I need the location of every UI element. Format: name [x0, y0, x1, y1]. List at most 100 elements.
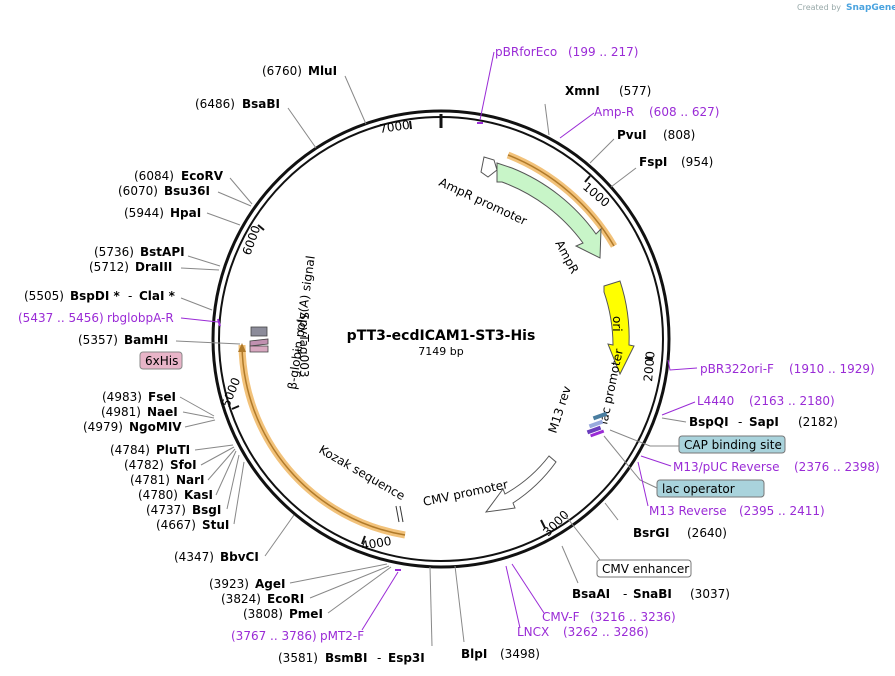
svg-text:(4979): (4979): [83, 420, 123, 434]
site-pvui: PvuI: [617, 128, 647, 142]
svg-text:(3767 .. 3786): (3767 .. 3786): [231, 629, 317, 643]
site-draiii: DraIII: [135, 260, 172, 274]
site-bsmbi: BsmBI: [325, 651, 367, 665]
his-tag-shape[interactable]: [249, 338, 269, 347]
globin-polya-label: β-globin poly(A) signal: [285, 255, 318, 391]
svg-text:(5712): (5712): [89, 260, 129, 274]
site-ecori: EcoRI: [267, 592, 304, 606]
svg-text:(5505): (5505): [24, 289, 64, 303]
svg-text:-: -: [128, 289, 132, 303]
primer-cmv-f: CMV-F: [542, 610, 580, 624]
tick-2000: 2000: [641, 351, 658, 383]
svg-text:-: -: [738, 415, 742, 429]
svg-text:(3808): (3808): [243, 607, 283, 621]
ori-arrow[interactable]: [603, 280, 635, 376]
site-naei: NaeI: [147, 405, 178, 419]
svg-text:(4781): (4781): [130, 473, 170, 487]
site-ecorv: EcoRV: [181, 169, 224, 183]
svg-text:(4981): (4981): [101, 405, 141, 419]
svg-text:(3216 .. 3236): (3216 .. 3236): [590, 610, 676, 624]
cmv-promoter-arrow[interactable]: [484, 455, 557, 513]
cmv-enhancer-box[interactable]: [596, 559, 692, 578]
svg-text:(4780): (4780): [138, 488, 178, 502]
site-bamhi: BamHI: [124, 333, 168, 347]
svg-text:(3498): (3498): [500, 647, 540, 661]
ampr-promoter-arrow[interactable]: [480, 156, 498, 178]
site-hpai: HpaI: [170, 206, 201, 220]
primer-l4440: L4440: [697, 394, 734, 408]
site-bstapi: BstAPI: [140, 245, 185, 259]
primer-pbr322ori-f: pBR322ori-F: [700, 362, 774, 376]
his-label: 6xHis: [145, 354, 178, 368]
primer-rbglobpa-r: rbglobpA-R: [107, 311, 174, 325]
svg-text:(6070): (6070): [118, 184, 158, 198]
svg-text:(4347): (4347): [174, 550, 214, 564]
svg-text:(5357): (5357): [78, 333, 118, 347]
site-mlui: MluI: [308, 64, 337, 78]
lac-operator-label: lac operator: [662, 482, 735, 496]
m13-rev-label: M13 rev: [546, 384, 574, 435]
svg-text:(1910 .. 1929): (1910 .. 1929): [789, 362, 875, 376]
svg-text:(6486): (6486): [195, 97, 235, 111]
svg-text:(808): (808): [663, 128, 695, 142]
svg-text:(6760): (6760): [262, 64, 302, 78]
svg-text:(5437 .. 5456): (5437 .. 5456): [18, 311, 104, 325]
credit-label: Created by: [797, 3, 841, 12]
svg-text:(6084): (6084): [134, 169, 174, 183]
lac-operator-box[interactable]: [656, 479, 765, 498]
site-ngomiv: NgoMIV: [129, 420, 182, 434]
ampr-orf-line: [507, 154, 615, 247]
svg-text:(199 .. 217): (199 .. 217): [568, 45, 638, 59]
tick-marks: [231, 120, 654, 545]
tick-7000: 7000: [378, 118, 410, 136]
svg-text:(577): (577): [619, 84, 651, 98]
site-bsgi: BsgI: [192, 503, 221, 517]
site-bsaai: BsaAI: [572, 587, 610, 601]
his-box[interactable]: [139, 351, 183, 370]
ampr-arrow[interactable]: [496, 162, 602, 259]
site-bsrgi: BsrGI: [633, 526, 670, 540]
site-bbvci: BbvCI: [220, 550, 259, 564]
site-bspqi: BspQI: [689, 415, 729, 429]
site-xmni: XmnI: [565, 84, 600, 98]
site-clai: ClaI *: [139, 289, 176, 303]
svg-text:SapI: SapI: [749, 415, 779, 429]
spytag-label: SpyTag003: [297, 312, 311, 378]
svg-text:(4983): (4983): [102, 390, 142, 404]
site-bsu36i: Bsu36I: [164, 184, 210, 198]
site-pluti: PluTI: [156, 443, 190, 457]
svg-text:(3824): (3824): [221, 592, 261, 606]
site-blpi: BlpI: [461, 647, 487, 661]
site-agei: AgeI: [255, 577, 285, 591]
primer-pmt2-f: pMT2-F: [320, 629, 364, 643]
svg-text:(608 .. 627): (608 .. 627): [649, 105, 719, 119]
svg-text:(4784): (4784): [110, 443, 150, 457]
site-nari: NarI: [176, 473, 205, 487]
svg-text:(3581): (3581): [278, 651, 318, 665]
svg-text:-: -: [377, 651, 381, 665]
cap-box[interactable]: [678, 435, 786, 454]
svg-text:(4737): (4737): [146, 503, 186, 517]
backbone-outer: [211, 109, 671, 569]
svg-text:(3037): (3037): [690, 587, 730, 601]
spytag-box[interactable]: [250, 326, 268, 337]
svg-text:(2182): (2182): [798, 415, 838, 429]
svg-text:(4782): (4782): [124, 458, 164, 472]
svg-text:SnaBI: SnaBI: [633, 587, 672, 601]
svg-text:(3923): (3923): [209, 577, 249, 591]
svg-text:(2395 .. 2411): (2395 .. 2411): [739, 504, 825, 518]
primer-amp-r: Amp-R: [594, 105, 634, 119]
snapgene-logo: SnapGene: [846, 3, 895, 13]
ori-label: ori: [610, 316, 624, 332]
site-kasi: KasI: [184, 488, 213, 502]
primer-lncx: LNCX: [517, 625, 549, 639]
svg-text:Esp3I: Esp3I: [388, 651, 425, 665]
svg-text:(4667): (4667): [156, 518, 196, 532]
kozak-mark: [395, 505, 400, 523]
site-bspdi: BspDI *: [70, 289, 120, 303]
cmv-enhancer-label: CMV enhancer: [602, 562, 689, 576]
ampr-label: AmpR: [552, 238, 581, 276]
primer-pbrforeco: pBRforEco: [495, 45, 557, 59]
site-sfoi: SfoI: [170, 458, 197, 472]
